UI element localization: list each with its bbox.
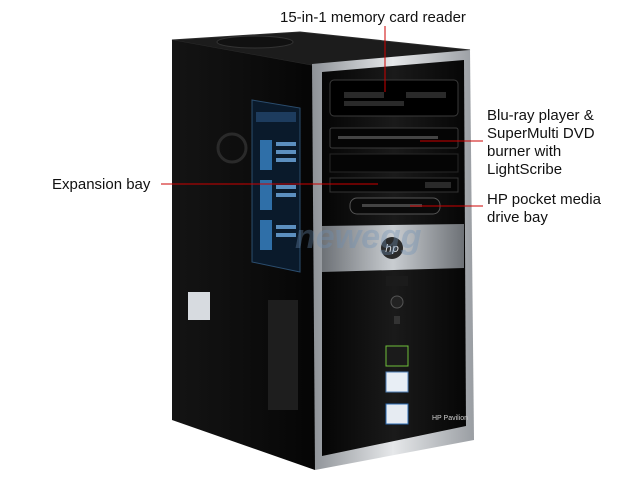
nvidia-badge xyxy=(385,345,409,367)
pocket-media-bay xyxy=(349,197,441,215)
watermark: newegg xyxy=(295,218,422,256)
card-reader-bay xyxy=(329,79,459,117)
model-badge: HP Pavilion xyxy=(432,415,468,422)
callout-pocket-bay: HP pocket media drive bay xyxy=(487,191,601,227)
callout-card-reader: 15-in-1 memory card reader xyxy=(280,9,466,27)
callout-expansion-bay: Expansion bay xyxy=(52,176,150,194)
windows-badge xyxy=(385,371,409,393)
callout-pocket-line-2: drive bay xyxy=(487,209,548,226)
intel-badge xyxy=(385,403,409,425)
hp-logo-icon xyxy=(381,237,403,259)
expansion-bay xyxy=(329,177,459,193)
side-sticker xyxy=(251,99,301,273)
callout-card-reader-line-1: 15-in-1 memory card reader xyxy=(280,9,466,26)
callout-bluray-line-1: Blu-ray player & xyxy=(487,107,594,124)
front-ports-area xyxy=(386,276,408,324)
blank-bay xyxy=(329,153,459,173)
callout-pocket-line-1: HP pocket media xyxy=(487,191,601,208)
top-handle xyxy=(216,35,294,49)
side-vent xyxy=(268,300,298,410)
optical-drive-bay xyxy=(329,127,459,149)
callout-expansion-line-1: Expansion bay xyxy=(52,176,151,193)
callout-bluray-line-4: LightScribe xyxy=(487,161,563,178)
side-small-sticker xyxy=(188,292,210,320)
hp-logo-text: hp xyxy=(385,242,399,255)
callout-bluray: Blu-ray player & SuperMulti DVD burner w… xyxy=(487,107,595,179)
side-hp-mark xyxy=(216,132,248,164)
callout-bluray-line-2: SuperMulti DVD xyxy=(487,125,595,142)
callout-lines xyxy=(161,26,483,207)
callout-bluray-line-3: burner with xyxy=(487,143,562,160)
